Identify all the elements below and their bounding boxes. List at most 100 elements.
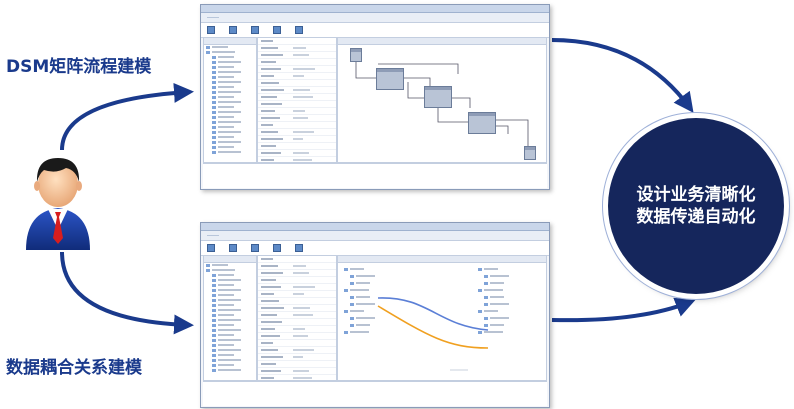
property-row[interactable] (258, 319, 336, 326)
tree-item[interactable] (204, 323, 256, 328)
property-row[interactable] (258, 150, 336, 157)
property-row[interactable] (258, 94, 336, 101)
toolbar-button[interactable] (249, 244, 268, 252)
toolbar-button[interactable] (205, 26, 224, 34)
property-row[interactable] (258, 80, 336, 87)
data-node[interactable] (344, 280, 394, 287)
property-row[interactable] (258, 87, 336, 94)
dsm-node[interactable] (424, 86, 452, 108)
tree-item[interactable] (204, 268, 256, 273)
tree-item[interactable] (204, 125, 256, 130)
dsm-node[interactable] (350, 48, 362, 62)
tree-item[interactable] (204, 55, 256, 60)
dsm-node[interactable] (468, 112, 496, 134)
tree-item[interactable] (204, 110, 256, 115)
data-node[interactable] (344, 322, 394, 329)
property-row[interactable] (258, 101, 336, 108)
toolbar-button[interactable] (293, 244, 312, 252)
data-node[interactable] (344, 294, 394, 301)
tree-item[interactable] (204, 293, 256, 298)
property-row[interactable] (258, 52, 336, 59)
property-row[interactable] (258, 333, 336, 340)
property-row[interactable] (258, 263, 336, 270)
property-row[interactable] (258, 45, 336, 52)
tree-item[interactable] (204, 303, 256, 308)
tree-item[interactable] (204, 288, 256, 293)
dsm-node[interactable] (524, 146, 536, 160)
data-node[interactable] (344, 329, 394, 336)
property-row[interactable] (258, 298, 336, 305)
property-row[interactable] (258, 277, 336, 284)
tree-item[interactable] (204, 318, 256, 323)
data-node[interactable] (478, 287, 538, 294)
tree-item[interactable] (204, 298, 256, 303)
data-node[interactable] (478, 266, 538, 273)
property-row[interactable] (258, 108, 336, 115)
toolbar-button[interactable] (249, 26, 268, 34)
tree-item[interactable] (204, 353, 256, 358)
data-node[interactable] (478, 308, 538, 315)
data-node[interactable] (344, 287, 394, 294)
tree-item[interactable] (204, 105, 256, 110)
tree-item[interactable] (204, 90, 256, 95)
data-node[interactable] (478, 322, 538, 329)
toolbar-button[interactable] (271, 244, 290, 252)
property-row[interactable] (258, 326, 336, 333)
data-node[interactable] (344, 308, 394, 315)
tree-item[interactable] (204, 50, 256, 55)
menu-tab[interactable] (207, 17, 219, 18)
tree-item[interactable] (204, 135, 256, 140)
tree-item[interactable] (204, 313, 256, 318)
property-row[interactable] (258, 256, 336, 263)
tree-item[interactable] (204, 100, 256, 105)
property-row[interactable] (258, 312, 336, 319)
data-node[interactable] (344, 301, 394, 308)
toolbar-button[interactable] (227, 244, 246, 252)
tree-item[interactable] (204, 278, 256, 283)
tree-item[interactable] (204, 328, 256, 333)
property-row[interactable] (258, 347, 336, 354)
tree-item[interactable] (204, 338, 256, 343)
tree-item[interactable] (204, 70, 256, 75)
toolbar-button[interactable] (271, 26, 290, 34)
tree-item[interactable] (204, 368, 256, 373)
property-row[interactable] (258, 122, 336, 129)
tree-item[interactable] (204, 95, 256, 100)
tree-item[interactable] (204, 145, 256, 150)
tree-item[interactable] (204, 80, 256, 85)
tree-item[interactable] (204, 358, 256, 363)
property-row[interactable] (258, 129, 336, 136)
toolbar-button[interactable] (227, 26, 246, 34)
property-row[interactable] (258, 361, 336, 368)
property-row[interactable] (258, 270, 336, 277)
property-row[interactable] (258, 115, 336, 122)
property-row[interactable] (258, 66, 336, 73)
property-row[interactable] (258, 38, 336, 45)
data-node[interactable] (478, 301, 538, 308)
tree-item[interactable] (204, 115, 256, 120)
tree-item[interactable] (204, 65, 256, 70)
property-row[interactable] (258, 340, 336, 347)
property-row[interactable] (258, 143, 336, 150)
tree-item[interactable] (204, 130, 256, 135)
tree-item[interactable] (204, 273, 256, 278)
tree-item[interactable] (204, 283, 256, 288)
data-node[interactable] (478, 315, 538, 322)
property-row[interactable] (258, 305, 336, 312)
tree-item[interactable] (204, 75, 256, 80)
tree-item[interactable] (204, 348, 256, 353)
data-node[interactable] (478, 294, 538, 301)
property-row[interactable] (258, 354, 336, 361)
toolbar-button[interactable] (293, 26, 312, 34)
property-row[interactable] (258, 291, 336, 298)
menu-tab[interactable] (207, 235, 219, 236)
data-node[interactable] (478, 280, 538, 287)
tree-item[interactable] (204, 60, 256, 65)
tree-item[interactable] (204, 363, 256, 368)
property-row[interactable] (258, 136, 336, 143)
tree-item[interactable] (204, 140, 256, 145)
data-node[interactable] (478, 329, 538, 336)
tree-item[interactable] (204, 150, 256, 155)
property-row[interactable] (258, 73, 336, 80)
data-node[interactable] (344, 266, 394, 273)
